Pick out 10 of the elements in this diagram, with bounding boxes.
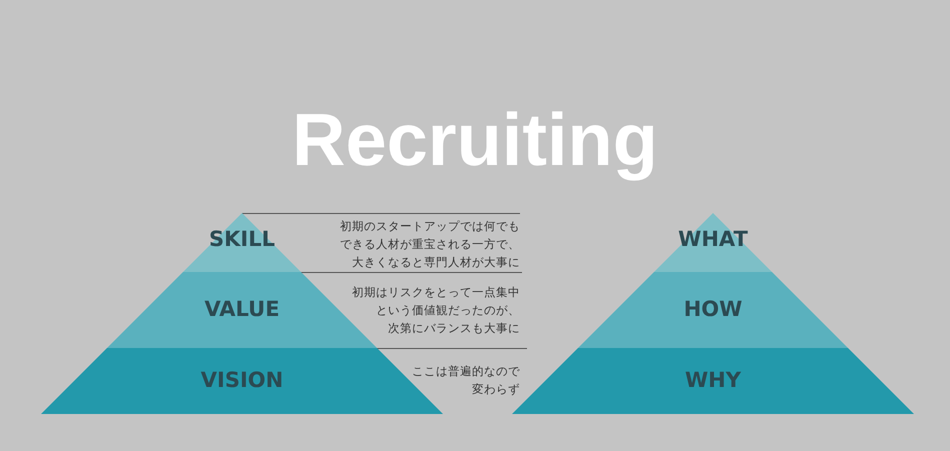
layer-label: VISION (200, 368, 284, 392)
layer-label: VALUE (204, 297, 280, 321)
note-text: 初期のスタートアップでは何でもできる人材が重宝される一方で、大きくなると専門人材が大事に (339, 218, 520, 271)
title: Recruiting (292, 97, 658, 183)
pyramid-layer (107, 272, 377, 348)
layer-label: HOW (684, 297, 742, 321)
pyramid-layer (578, 272, 848, 348)
layer-label: WHY (685, 368, 741, 392)
note-text: ここは普遍的なので変わらず (411, 363, 520, 398)
note-text: 初期はリスクをとって一点集中という価値観だったのが、次第にバランスも大事に (351, 284, 520, 337)
